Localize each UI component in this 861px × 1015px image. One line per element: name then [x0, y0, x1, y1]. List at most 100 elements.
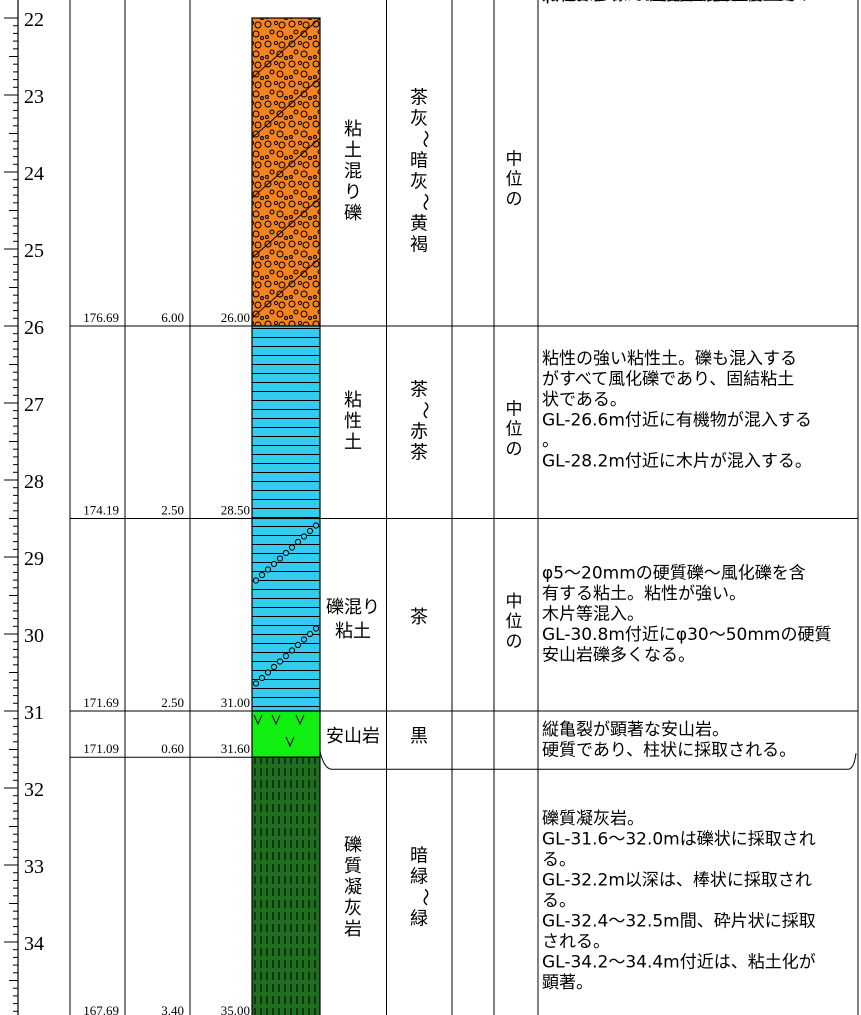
gravel-diagonal	[251, 77, 321, 139]
char: 〜	[414, 888, 435, 906]
char: 土	[344, 432, 362, 453]
char: 茶	[410, 380, 428, 401]
description-line: がすべて風化礫であり、固結粘土	[542, 370, 794, 390]
char: 灰	[410, 108, 428, 129]
soil-name: 粘性土	[344, 390, 362, 453]
soil-color: 暗緑〜緑	[410, 845, 435, 929]
char: 粘	[344, 390, 362, 411]
char: の	[506, 632, 523, 652]
char: 〜	[414, 193, 435, 211]
char: 質	[344, 856, 362, 877]
thickness-value: 2.50	[161, 503, 184, 518]
char: 礫	[344, 203, 362, 224]
gravel-bead	[306, 527, 314, 535]
soil-color: 茶	[410, 607, 428, 628]
char: 岩	[344, 919, 362, 940]
layer-column-gravelly-clay	[251, 17, 321, 327]
depth-label: 23	[24, 86, 44, 108]
description-line: る。	[542, 850, 576, 870]
description-line: マトリックスは粘性の強い粘土で	[542, 0, 797, 5]
layer-column-andesite	[251, 710, 321, 758]
char: 粘	[344, 119, 362, 140]
soil-name: 礫質凝灰岩	[344, 835, 362, 940]
gravel-bead	[276, 555, 284, 562]
description-line: φ30〜50mm程度の礫を主体とし、	[542, 0, 817, 5]
andesite-v-mark	[285, 736, 295, 748]
soil-color: 黒	[410, 726, 428, 747]
description-line: GL-34.2〜34.4m付近は、粘土化が	[542, 953, 816, 973]
depth-label: 33	[24, 856, 44, 878]
description-line: GL-28.2m付近に木片が混入する。	[542, 452, 812, 472]
layer-rows: 176.696.0026.00φ30〜50mm程度の礫を主体とし、マトリックスは…	[70, 0, 858, 1015]
gravel-bead	[306, 630, 314, 638]
description-line: 粘性の強い粘性土。礫も混入する	[542, 349, 797, 369]
description-line: 木片等混入。	[542, 605, 644, 625]
char: 灰	[344, 898, 362, 919]
char: 混	[344, 161, 362, 182]
description-line: る。	[542, 891, 576, 911]
depth-value: 35.00	[221, 1003, 250, 1015]
soil-name: 礫混り	[326, 597, 380, 618]
char: 性	[344, 411, 362, 432]
gravel-bead	[270, 663, 278, 671]
layer-column-gravel-mixed-clay	[251, 517, 321, 712]
description-line: 礫種は多様で、安産がれきのほか	[542, 0, 796, 5]
char: 土	[344, 140, 362, 161]
gravel-bead	[282, 549, 290, 557]
gravel-bead	[252, 577, 260, 584]
gravel-bead	[300, 636, 308, 643]
gravel-bead	[276, 658, 284, 665]
description-line: 硬質であり、柱状に採取される。	[542, 741, 796, 761]
char: 位	[506, 420, 523, 440]
description-line: される。	[542, 932, 610, 952]
char: 礫	[344, 835, 362, 856]
gravel-bead	[258, 571, 266, 579]
thickness-value: 0.60	[161, 741, 184, 756]
andesite-v-mark	[295, 714, 305, 726]
depth-label: 31	[24, 702, 44, 724]
gravel-bead	[282, 652, 290, 660]
char: の	[506, 440, 523, 460]
gravel-diagonal	[251, 257, 321, 319]
depth-value: 26.00	[221, 310, 250, 325]
description-line: 状である。	[542, 390, 627, 410]
elevation-value: 176.69	[83, 310, 119, 325]
soil-color: 茶〜赤茶	[410, 380, 435, 464]
relative-density: 中位の	[506, 592, 523, 652]
layer-column-cohesive-soil	[251, 325, 321, 520]
gravel-bead	[288, 647, 296, 654]
depth-value: 31.60	[221, 741, 250, 756]
gravel-bead	[312, 625, 320, 632]
char: 中	[506, 149, 523, 169]
log-frame	[17, 0, 859, 1015]
char: 〜	[414, 401, 435, 419]
soil-name: 安山岩	[326, 726, 380, 747]
description-line: GL-30.8m付近にφ30〜50mmの硬質	[542, 625, 832, 645]
description-line: 風化礫も30〜40%程度混入する。	[542, 0, 805, 5]
gravel-bead	[294, 538, 302, 546]
description-line: 有する粘土。粘性が強い。	[542, 584, 746, 604]
gravel-bead	[264, 566, 272, 573]
char: 褐	[410, 234, 428, 255]
char: り	[344, 182, 362, 203]
boundary-line	[319, 751, 857, 770]
char: 緑	[410, 866, 428, 887]
description-line: 。	[542, 431, 559, 451]
description-line: φ5〜20mmの硬質礫〜風化礫を含	[542, 564, 806, 584]
char: の	[506, 189, 523, 209]
thickness-value: 2.50	[161, 695, 184, 710]
description-line: GL-26.6m付近に有機物が混入する	[542, 411, 812, 431]
thickness-value: 3.40	[161, 1003, 184, 1015]
description-line: ある。	[542, 0, 593, 5]
depth-value: 31.00	[221, 695, 250, 710]
char: 茶	[410, 87, 428, 108]
gravel-diagonal	[251, 197, 321, 259]
char: 灰	[410, 171, 428, 192]
gravel-bead	[312, 522, 320, 529]
description-line: GL-32.4〜32.5m間、砕片状に採取	[542, 912, 816, 932]
char: 茶	[410, 443, 428, 464]
